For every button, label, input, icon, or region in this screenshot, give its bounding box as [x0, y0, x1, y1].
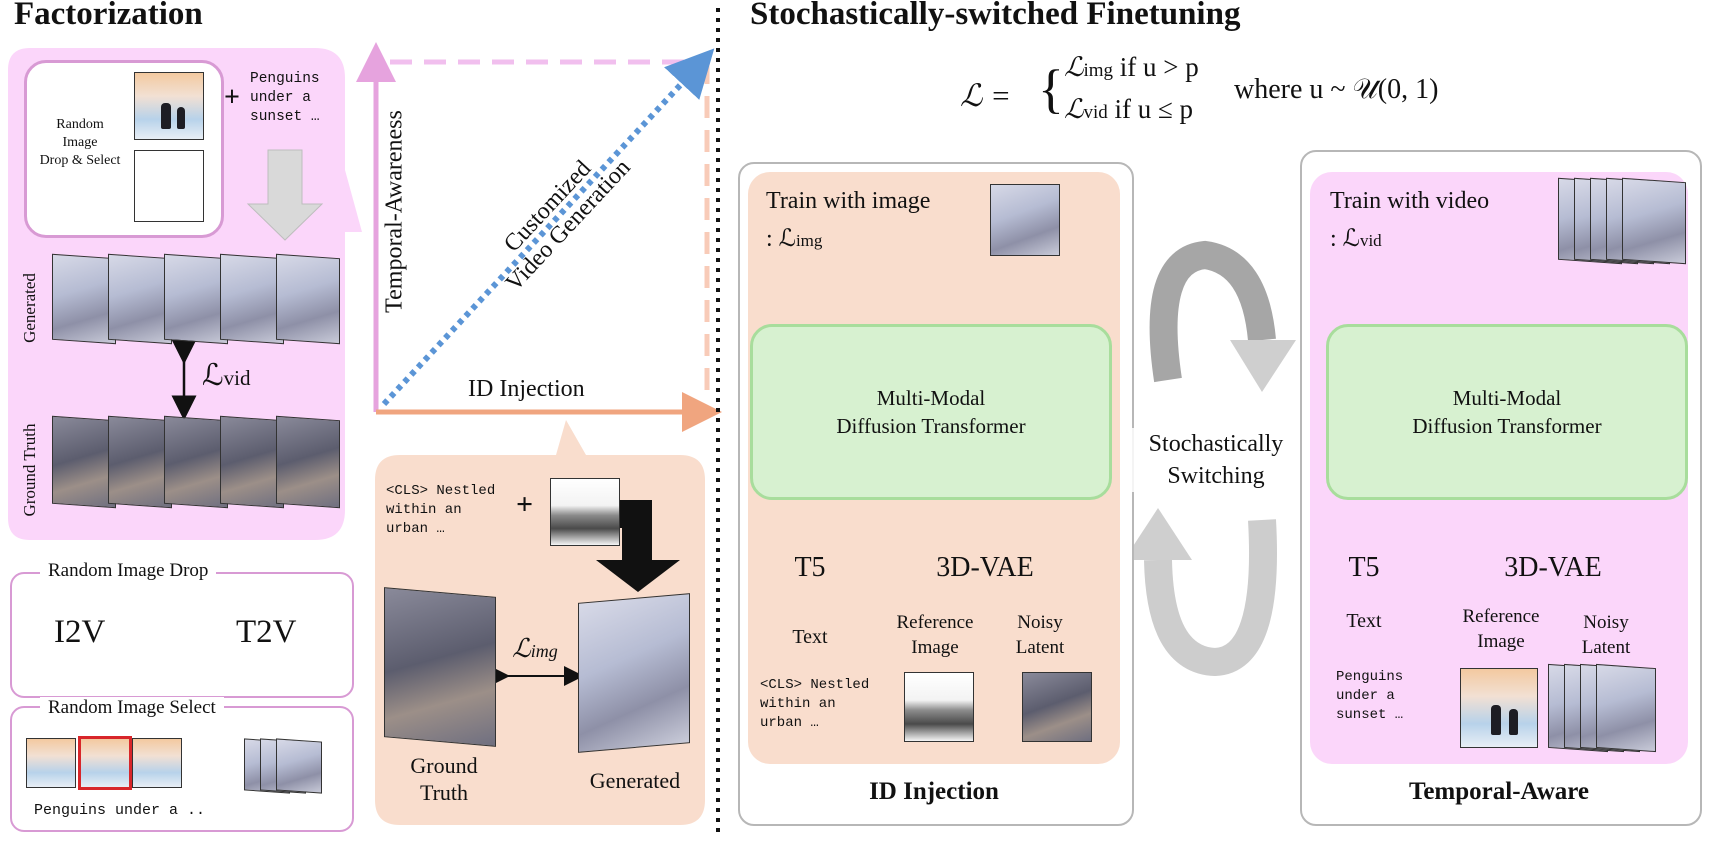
- id-reference-label: Reference Image: [896, 612, 974, 658]
- temporal-mmdt-block: Multi-Modal Diffusion Transformer: [1326, 324, 1688, 500]
- temporal-text-label: Text: [1346, 610, 1382, 632]
- id-ground-truth-image: [384, 587, 496, 747]
- id-generated-image: [578, 593, 690, 753]
- t2v-label: T2V: [236, 614, 297, 650]
- gt-frame-4: [220, 415, 284, 509]
- temporal-vae-label: 3D-VAE: [1504, 552, 1602, 583]
- id-callout-plus: +: [516, 488, 534, 521]
- select-thumb-3: [132, 738, 182, 788]
- temporal-noisy-frame-4: [1596, 663, 1656, 753]
- random-image-select-title: Random Image Select: [40, 697, 224, 719]
- gt-frame-3: [164, 415, 228, 509]
- id-t5-label: T5: [794, 552, 826, 583]
- id-vae-label: 3D-VAE: [936, 552, 1034, 583]
- id-noisy-image: [1022, 672, 1092, 742]
- switch-arrow-bottom: [1144, 519, 1277, 677]
- eq-brace: {: [1038, 59, 1064, 119]
- switch-arrow-top: [1149, 240, 1276, 383]
- id-panel-caption: ID Injection: [869, 778, 999, 805]
- id-ground-truth-label: Ground Truth: [410, 753, 478, 805]
- generated-frame-2: [108, 253, 172, 345]
- loss-img-label: ℒimg: [512, 634, 558, 663]
- i2v-label: I2V: [54, 614, 106, 650]
- input-image-thumb: [134, 72, 204, 140]
- finetuning-title: Stochastically-switched Finetuning: [750, 0, 1241, 32]
- gt-frame-1: [52, 415, 116, 509]
- empty-image-slot: [134, 150, 204, 222]
- gt-frame-2: [108, 415, 172, 509]
- ground-truth-label: Ground Truth: [20, 423, 39, 517]
- id-injection-axis-label: ID Injection: [468, 376, 585, 402]
- temporal-awareness-label: Temporal-Awareness: [381, 110, 408, 313]
- diagonal: [381, 48, 715, 407]
- temporal-noisy-label: Noisy Latent: [1581, 612, 1631, 658]
- id-reference-image: [904, 672, 974, 742]
- reference-train-image: [550, 478, 620, 546]
- loss-vid-label: ℒvid: [202, 359, 251, 392]
- select-thumb-1: [26, 738, 76, 788]
- temporal-train-line2: : ℒvid: [1330, 226, 1382, 252]
- select-video-frame-3: [276, 738, 322, 794]
- drop-select-label: Random Image Drop & Select: [39, 117, 121, 168]
- eq-where: where u ~ 𝒰(0, 1): [1234, 74, 1439, 105]
- generated-frame-3: [164, 253, 228, 345]
- id-train-line2: : ℒimg: [766, 226, 823, 252]
- id-mmdt-block: Multi-Modal Diffusion Transformer: [750, 324, 1112, 500]
- factorization-title: Factorization: [14, 0, 203, 32]
- select-thumb-2-selected: [78, 736, 132, 790]
- temporal-output-frame-5: [1622, 177, 1686, 265]
- select-prompt: Penguins under a ..: [34, 802, 206, 819]
- eq-lhs: ℒ =: [960, 78, 1011, 113]
- id-callout-prompt: <CLS> Nestled within an urban …: [386, 483, 496, 537]
- temporal-t5-label: T5: [1348, 552, 1380, 583]
- id-panel-prompt: <CLS> Nestled within an urban …: [760, 677, 870, 731]
- temporal-panel-caption: Temporal-Aware: [1408, 778, 1590, 805]
- gt-frame-5: [276, 415, 340, 509]
- temporal-panel-prompt: Penguins under a sunset …: [1336, 669, 1404, 723]
- id-text-label: Text: [792, 626, 828, 648]
- generated-frame-5: [276, 253, 340, 345]
- generated-frame-1: [52, 253, 116, 345]
- factorization-prompt: Penguins under a sunset …: [250, 71, 320, 125]
- eq-case-1: ℒimg if u > p: [1064, 52, 1199, 82]
- id-noisy-label: Noisy Latent: [1015, 612, 1065, 658]
- temporal-reference-label: Reference Image: [1462, 606, 1540, 652]
- temporal-train-line1: Train with video: [1330, 188, 1490, 214]
- id-output-image: [990, 184, 1060, 256]
- down-gray-arrow: [246, 149, 324, 241]
- plus-sign: +: [224, 82, 240, 113]
- id-train-line1: Train with image: [766, 188, 931, 214]
- temporal-reference-image: [1460, 668, 1538, 748]
- random-image-drop-title: Random Image Drop: [40, 560, 217, 582]
- generated-frame-4: [220, 253, 284, 345]
- generated-label: Generated: [20, 273, 39, 343]
- id-generated-label: Generated: [589, 768, 681, 793]
- stochastic-switch-label: Stochastically Switching: [1130, 428, 1302, 492]
- eq-case-2: ℒvid if u ≤ p: [1064, 94, 1194, 124]
